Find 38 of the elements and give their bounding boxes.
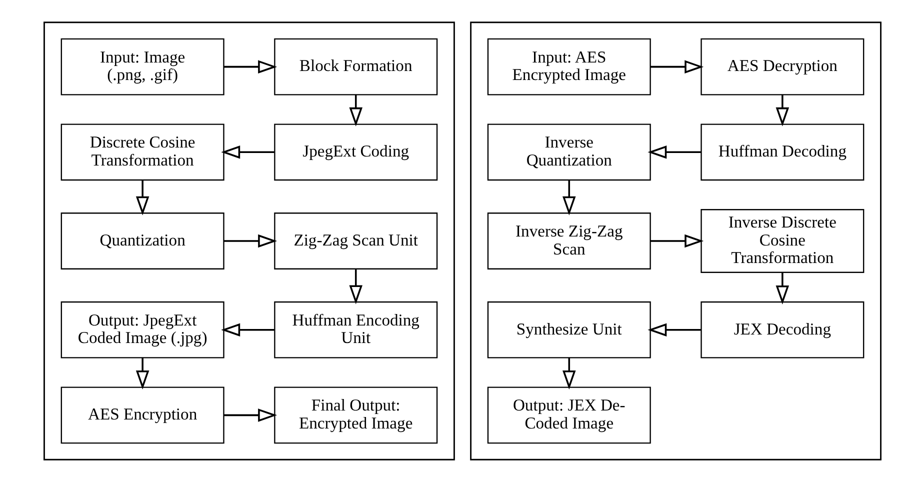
node-box: Inverse Discrete Cosine Transformation [700,209,864,273]
node-box: Huffman Decoding [700,124,864,181]
node-box: Quantization [60,212,224,270]
arrow [562,180,576,216]
node-box: Output: JpegExt Coded Image (.jpg) [60,301,224,358]
cluster [43,22,454,460]
node-box: Block Formation [274,38,438,96]
arrow [223,234,277,248]
node-box: JEX Decoding [700,301,864,358]
node-box: AES Decryption [700,38,864,96]
node-box: Synthesize Unit [486,301,650,358]
node-box: Inverse Quantization [486,124,650,181]
node-box: Input: AES Encrypted Image [486,38,650,96]
arrow [775,94,789,126]
arrow [650,60,704,74]
arrow [135,358,149,390]
node-box: Input: Image (.png, .gif) [60,38,224,96]
arrow [647,145,700,159]
arrow [650,234,704,248]
node-box: AES Encryption [60,386,224,444]
arrow [220,323,274,337]
arrow [223,60,277,74]
node-box: Inverse Zig-Zag Scan [486,212,650,270]
arrow [348,94,362,126]
arrow [220,145,274,159]
cluster [470,22,881,460]
arrow [223,408,277,422]
node-box: Output: JEX De-Coded Image [486,386,650,444]
node-box: Final Output: Encrypted Image [274,386,438,444]
node-box: Discrete Cosine Transformation [60,124,224,181]
node-box: JpegExt Coding [274,124,438,181]
arrow [562,358,576,390]
node-box: Huffman Encoding Unit [274,301,438,358]
arrow [775,272,789,304]
arrow [348,269,362,304]
node-box: Zig-Zag Scan Unit [274,212,438,270]
arrow [647,323,700,337]
arrow [135,180,149,216]
